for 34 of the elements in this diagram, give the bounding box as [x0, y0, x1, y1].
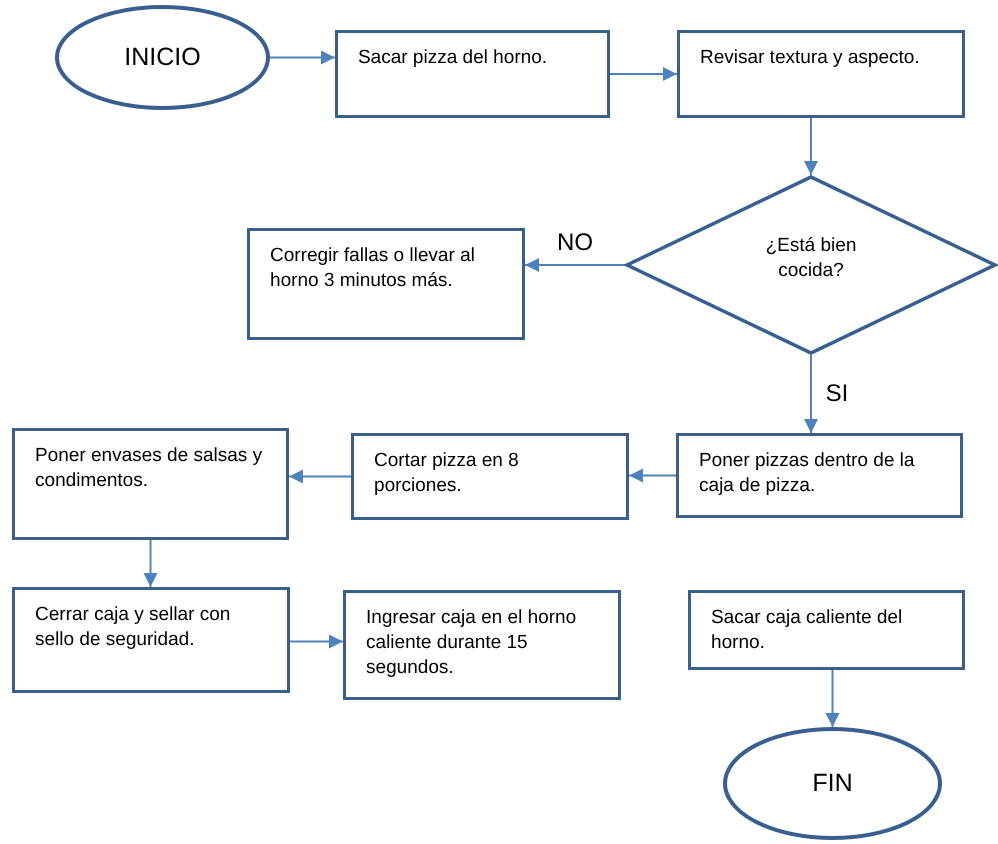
node-text: Ingresar caja en el horno caliente durante 15 segundos. [366, 606, 578, 680]
process-box [247, 228, 525, 340]
arrow [804, 118, 818, 175]
decision-diamond [625, 175, 997, 355]
node-text: Poner pizzas dentro de la caja de pizza. [699, 449, 916, 498]
arrow [826, 670, 840, 727]
process-box [343, 590, 621, 700]
process-box [12, 428, 289, 540]
node-text: Cerrar caja y sellar con sello de seguridad. [35, 603, 232, 652]
node-text: Cortar pizza en 8 porciones. [374, 449, 520, 498]
node-text: Corregir fallas o llevar al horno 3 minutos más. [270, 244, 476, 294]
arrow [270, 50, 335, 64]
process-box [677, 30, 965, 118]
arrow [804, 355, 818, 433]
node-text: Revisar textura y aspecto. [700, 46, 920, 70]
arrow [289, 470, 351, 484]
arrow [610, 67, 677, 81]
terminal-ellipse [723, 727, 942, 840]
process-box [676, 433, 963, 518]
process-box [351, 433, 629, 520]
node-text: Poner envases de salsas y condimentos. [35, 444, 264, 494]
arrow [144, 540, 158, 587]
arrow [290, 634, 343, 648]
node-text: ¿Está bien cocida? [764, 234, 858, 283]
arrow [525, 258, 625, 272]
arrow [629, 468, 676, 482]
process-box [335, 30, 610, 118]
node-text: FIN [812, 768, 853, 799]
process-box [688, 590, 965, 670]
node-text: INICIO [124, 42, 201, 73]
terminal-ellipse [55, 5, 270, 110]
node-text: Sacar caja caliente del horno. [711, 606, 904, 656]
node-text: Sacar pizza del horno. [358, 46, 548, 70]
process-box [12, 587, 290, 693]
